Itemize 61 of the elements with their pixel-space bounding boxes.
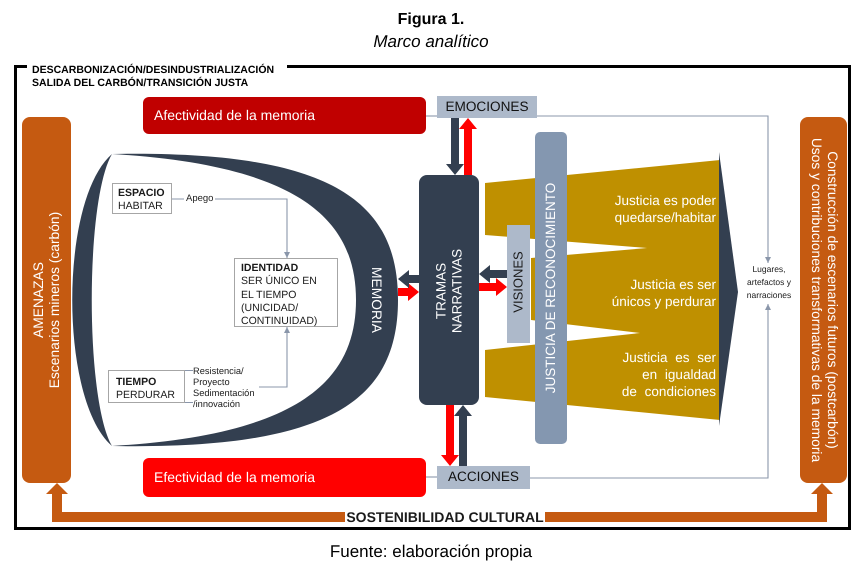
box-heading: IDENTIDAD (241, 262, 298, 274)
concept-box (112, 183, 172, 214)
block-arrow (545, 483, 833, 522)
frame-heading: SALIDA DEL CARBÓN/TRANSICIÓN JUSTA (32, 77, 248, 90)
band-label: Justicia es ser únicos y perdurar (610, 276, 716, 310)
vertical-bar (535, 132, 567, 444)
shape-label: MEMORIA (368, 267, 384, 333)
connector-line (426, 476, 437, 478)
block-arrow (398, 283, 419, 301)
arrow (259, 327, 290, 388)
bar-label: Usos y contribuciones transformativas de la memoria (808, 138, 824, 462)
band-label: Justicia es poder quedarse/habitar (614, 192, 716, 226)
tag-box (437, 96, 537, 118)
box-text: SER ÚNICO EN EL TIEMPO (UNICIDAD/ CONTINUIDAD) (241, 275, 318, 328)
figure-title: Figura 1. (398, 10, 464, 30)
figure-subtitle: Marco analítico (373, 32, 489, 52)
bar-label: TRAMAS NARRATIVAS (433, 248, 465, 335)
memory-box (143, 97, 426, 134)
box-text: HABITAR (118, 200, 163, 212)
connector-line (426, 115, 437, 117)
box-heading: ESPACIO (118, 187, 164, 200)
memory-box (143, 458, 426, 497)
vertical-bar (507, 225, 530, 343)
bar-label: VISIONES (511, 251, 526, 313)
box-label: Afectividad de la memoria (154, 107, 316, 124)
box-label: ACCIONES (448, 469, 519, 486)
tag-box (437, 466, 530, 489)
side-bar (800, 117, 847, 483)
bar-label: JUSTICIA DE RECONOCIMIENTO (543, 182, 559, 394)
bar-label: AMENAZAS (30, 262, 46, 338)
bar-label: Escenarios mineros (carbón) (46, 212, 62, 388)
frame-heading: DESCARBONIZACIÓN/DESINDUSTRIALIZACIÓN (32, 64, 274, 76)
box-label: EMOCIONES (445, 98, 529, 116)
crescent-shape (72, 152, 398, 448)
concept-box (234, 258, 338, 327)
text-label: SOSTENIBILIDAD CULTURAL (345, 508, 545, 526)
concept-box (108, 370, 185, 403)
central-bar (419, 175, 479, 405)
block-arrow (454, 405, 472, 466)
block-arrow (398, 270, 419, 288)
bar-label: Construcción de escenarios futuros (postcarbón) (824, 151, 840, 449)
block-arrow (459, 118, 477, 175)
side-bar (22, 117, 71, 483)
block-arrow (46, 483, 345, 522)
band-shape (485, 333, 720, 420)
edge-label: Apego (184, 193, 216, 205)
arrow (537, 115, 771, 263)
block-arrow (479, 278, 507, 296)
connector-line (184, 370, 194, 404)
block-arrow (441, 405, 459, 466)
block-arrow (479, 265, 507, 283)
text-label: Lugares, artefactos y narraciones (743, 263, 795, 304)
box-label: Efectividad de la memoria (154, 469, 316, 486)
box-text: PERDURAR (116, 388, 175, 401)
frame (14, 65, 851, 530)
arrow (530, 304, 771, 479)
text-label: Resistencia/ Proyecto Sedimentación /innovación (193, 366, 259, 411)
band-label: Justicia es ser en igualdad de condiciones (620, 348, 716, 400)
figure-caption: Fuente: elaboración propia (330, 542, 532, 562)
block-arrow (446, 118, 464, 175)
box-heading: TIEMPO (116, 376, 156, 388)
